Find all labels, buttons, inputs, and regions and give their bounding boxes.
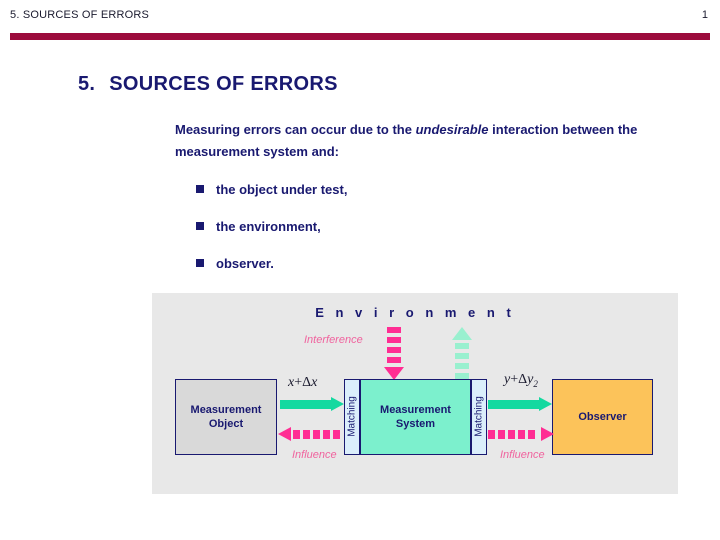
influence-arrow-left-icon — [278, 427, 344, 441]
formula-x-op: + — [294, 375, 303, 390]
matching-left-label: Matching — [346, 396, 358, 437]
bullet-list: the object under test, the environment, … — [196, 182, 616, 293]
formula-y-subscript: 2 — [533, 378, 538, 389]
measurement-object-box: Measurement Object — [175, 379, 277, 455]
measurement-chain-diagram: E n v i r o n m e n t Interference Measu… — [152, 293, 678, 494]
intro-paragraph: Measuring errors can occur due to the un… — [175, 119, 675, 163]
page-title: 5. SOURCES OF ERRORS — [78, 73, 338, 96]
measurement-system-box: Measurement System — [360, 379, 471, 455]
page-title-text: SOURCES OF ERRORS — [109, 73, 338, 95]
interference-label: Interference — [304, 334, 363, 346]
matching-right-label: Matching — [473, 396, 485, 437]
intro-part2: interaction between the measurement syst… — [175, 122, 638, 159]
bullet-label: the object under test, — [216, 182, 348, 197]
signal-arrow-object-to-system-icon — [280, 397, 344, 411]
influence-arrow-right-icon — [488, 427, 554, 441]
environment-response-arrow-up-icon — [452, 327, 472, 383]
formula-x-var: x — [288, 375, 295, 390]
environment-heading: E n v i r o n m e n t — [315, 305, 515, 320]
observer-box: Observer — [552, 379, 653, 455]
formula-y-var: y — [504, 372, 511, 387]
influence-label-left: Influence — [292, 449, 337, 461]
square-bullet-icon — [196, 185, 204, 193]
formula-y-deltavar: y — [527, 372, 534, 387]
interference-arrow-down-icon — [384, 327, 404, 380]
page-number: 1 — [701, 9, 708, 21]
square-bullet-icon — [196, 222, 204, 230]
header-divider-rule — [10, 33, 710, 40]
formula-x-deltavar: x — [311, 375, 318, 390]
list-item: observer. — [196, 256, 616, 293]
slide-header: 5. SOURCES OF ERRORS 1 — [0, 0, 720, 42]
signal-arrow-system-to-observer-icon — [488, 397, 552, 411]
header-title: 5. SOURCES OF ERRORS — [10, 9, 150, 21]
formula-x-delta: Δ — [302, 375, 312, 390]
input-signal-formula: x+Δx — [288, 375, 317, 391]
matching-left-box: Matching — [344, 379, 360, 455]
list-item: the object under test, — [196, 182, 616, 219]
bullet-label: observer. — [216, 256, 274, 271]
bullet-label: the environment, — [216, 219, 321, 234]
page-title-number: 5. — [78, 73, 96, 95]
formula-y-op: + — [510, 372, 519, 387]
list-item: the environment, — [196, 219, 616, 256]
intro-emphasis: undesirable — [415, 122, 489, 137]
formula-y-delta: Δ — [518, 372, 528, 387]
influence-label-right: Influence — [500, 449, 545, 461]
intro-part1: Measuring errors can occur due to the — [175, 122, 416, 137]
output-signal-formula: y+Δy2 — [504, 372, 538, 389]
square-bullet-icon — [196, 259, 204, 267]
matching-right-box: Matching — [471, 379, 487, 455]
